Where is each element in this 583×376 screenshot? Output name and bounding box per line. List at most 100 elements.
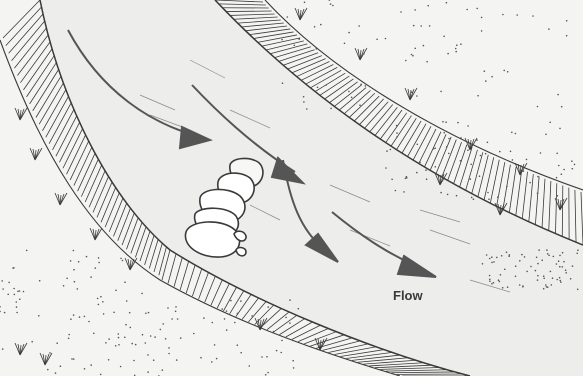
stipple-dot [455, 51, 457, 53]
stone-7 [236, 248, 246, 256]
stipple-dot [556, 153, 558, 155]
stipple-dot [557, 195, 559, 197]
stipple-dot [276, 350, 278, 352]
stipple-dot [565, 269, 567, 271]
stipple-dot [150, 335, 152, 337]
stipple-dot [551, 284, 553, 286]
stipple-dot [86, 256, 88, 258]
stipple-dot [31, 341, 33, 343]
stipple-dot [548, 255, 550, 257]
stipple-dot [448, 153, 450, 155]
stipple-dot [118, 333, 120, 335]
stipple-dot [414, 9, 416, 11]
stipple-dot [145, 313, 147, 315]
stipple-dot [203, 317, 205, 319]
stipple-dot [562, 252, 564, 254]
stipple-dot [226, 310, 228, 312]
stipple-dot [577, 289, 579, 291]
stipple-dot [281, 39, 283, 41]
stipple-dot [153, 359, 155, 361]
stipple-dot [165, 338, 167, 340]
stipple-dot [443, 132, 445, 134]
stipple-dot [481, 17, 483, 19]
stipple-dot [145, 342, 147, 344]
stipple-dot [344, 43, 346, 45]
stipple-dot [118, 337, 120, 339]
stipple-dot [429, 25, 431, 27]
stipple-dot [240, 300, 242, 302]
stipple-dot [556, 263, 558, 265]
stipple-dot [160, 329, 162, 331]
stipple-dot [543, 288, 545, 290]
stipple-dot [348, 32, 350, 34]
stipple-dot [376, 39, 378, 41]
stipple-dot [19, 290, 21, 292]
stipple-dot [416, 95, 418, 97]
stipple-dot [489, 275, 491, 277]
stipple-dot [273, 331, 275, 333]
stipple-dot [491, 76, 493, 78]
stipple-dot [503, 70, 505, 72]
stipple-dot [351, 97, 353, 99]
stipple-dot [180, 337, 182, 339]
stipple-dot [502, 287, 504, 289]
stipple-dot [493, 261, 495, 263]
stipple-dot [282, 82, 284, 84]
stipple-dot [39, 280, 41, 282]
stipple-dot [561, 106, 563, 108]
stipple-dot [98, 257, 100, 259]
stipple-dot [507, 71, 509, 73]
stipple-dot [576, 253, 578, 255]
stipple-dot [476, 8, 478, 10]
stipple-dot [448, 138, 450, 140]
stipple-dot [489, 280, 491, 282]
stipple-dot [411, 91, 413, 93]
stipple-dot [574, 164, 576, 166]
stipple-dot [70, 318, 72, 320]
stipple-dot [440, 91, 442, 93]
stipple-dot [292, 360, 294, 362]
stipple-dot [548, 28, 550, 30]
stipple-dot [396, 132, 398, 134]
stipple-dot [435, 166, 437, 168]
stipple-dot [168, 353, 170, 355]
stipple-dot [365, 85, 367, 87]
stipple-dot [391, 179, 393, 181]
stipple-dot [487, 142, 489, 144]
stipple-dot [70, 260, 72, 262]
stipple-dot [289, 299, 291, 301]
stipple-dot [177, 318, 179, 320]
stipple-dot [285, 317, 287, 319]
stipple-dot [493, 282, 495, 284]
stipple-dot [385, 167, 387, 169]
stipple-dot [162, 323, 164, 325]
stipple-dot [466, 9, 468, 11]
stipple-dot [168, 347, 170, 349]
stipple-dot [171, 318, 173, 320]
stipple-dot [521, 254, 523, 256]
stipple-dot [556, 279, 558, 281]
stipple-dot [559, 277, 561, 279]
stipple-dot [298, 308, 300, 310]
stipple-dot [4, 312, 6, 314]
stipple-dot [546, 249, 548, 251]
stipple-dot [77, 288, 79, 290]
stipple-dot [507, 286, 509, 288]
stipple-dot [175, 306, 177, 308]
stipple-dot [556, 177, 558, 179]
stipple-dot [315, 48, 317, 50]
stipple-dot [108, 338, 110, 340]
stipple-dot [78, 261, 80, 263]
stipple-dot [499, 281, 501, 283]
stipple-dot [559, 280, 561, 282]
stipple-dot [214, 344, 216, 346]
stipple-dot [135, 344, 137, 346]
stipple-dot [499, 151, 501, 153]
stipple-dot [281, 340, 283, 342]
stipple-dot [419, 161, 421, 163]
stipple-dot [385, 38, 387, 40]
stipple-dot [56, 342, 58, 344]
stipple-dot [133, 360, 135, 362]
stipple-dot [426, 178, 428, 180]
stipple-dot [446, 2, 448, 4]
